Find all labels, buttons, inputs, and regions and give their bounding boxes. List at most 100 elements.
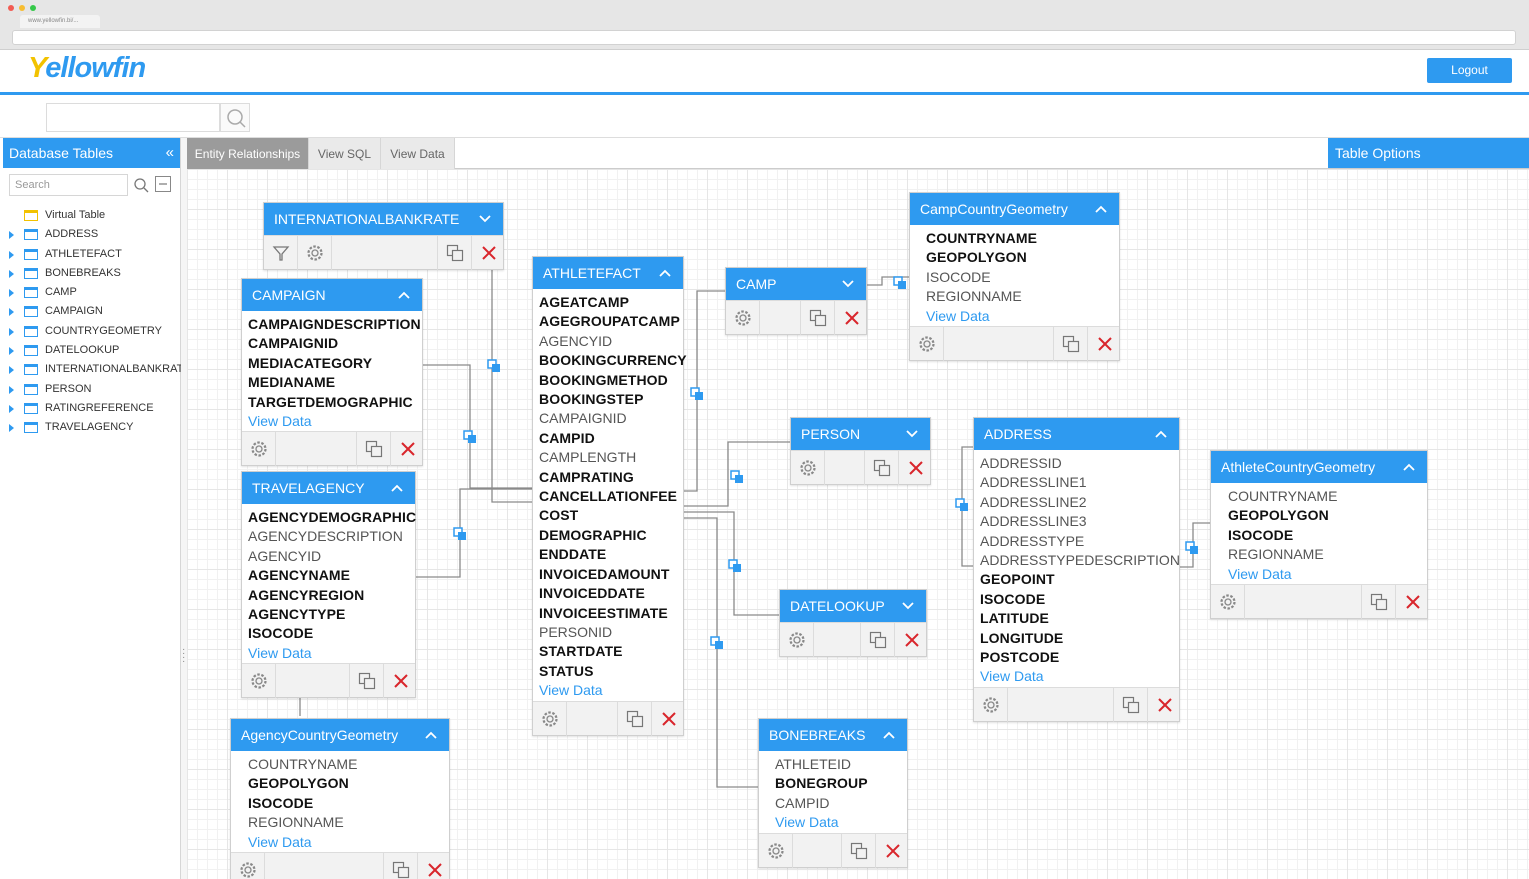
tree-item-virtual-table[interactable]: Virtual Table	[3, 206, 181, 225]
entity-header[interactable]: ADDRESS	[974, 418, 1179, 450]
chevron-down-icon[interactable]	[840, 276, 856, 292]
chevron-down-icon[interactable]	[904, 426, 920, 442]
chevron-up-icon[interactable]	[396, 287, 412, 303]
gear-icon[interactable]	[780, 623, 814, 657]
view-data-link[interactable]: View Data	[539, 682, 603, 699]
delete-icon[interactable]	[834, 301, 868, 335]
entity-header[interactable]: AgencyCountryGeometry	[231, 719, 449, 751]
field-row[interactable]: INVOICEDAMOUNT	[539, 565, 670, 582]
field-row[interactable]: REGIONNAME	[248, 814, 344, 831]
entity-campaign[interactable]: CAMPAIGN CAMPAIGNDESCRIPTION CAMPAIGNID …	[241, 278, 424, 467]
duplicate-icon[interactable]	[864, 451, 898, 485]
expand-arrow-icon[interactable]	[9, 424, 14, 433]
field-row[interactable]: MEDIACATEGORY	[248, 354, 373, 371]
entity-header[interactable]: TRAVELAGENCY	[242, 472, 415, 504]
collapse-panel-icon[interactable]: «	[165, 144, 174, 161]
field-row[interactable]: AGENCYDESCRIPTION	[248, 528, 403, 545]
gear-icon[interactable]	[726, 301, 760, 335]
gear-icon[interactable]	[974, 687, 1008, 722]
delete-icon[interactable]	[875, 833, 909, 868]
field-row[interactable]: GEOPOINT	[980, 571, 1055, 588]
field-row[interactable]: AGENCYID	[539, 332, 613, 349]
gear-icon[interactable]	[242, 432, 276, 467]
entity-header[interactable]: BONEBREAKS	[759, 719, 907, 751]
delete-icon[interactable]	[1087, 327, 1121, 362]
delete-icon[interactable]	[651, 701, 685, 736]
entity-person[interactable]: PERSON	[790, 417, 931, 485]
chevron-up-icon[interactable]	[423, 727, 439, 743]
entity-campcountrygeometry[interactable]: CampCountryGeometry COUNTRYNAME GEOPOLYG…	[909, 192, 1121, 362]
delete-icon[interactable]	[383, 664, 417, 699]
expand-arrow-icon[interactable]	[9, 269, 14, 278]
tree-item-ratingreference[interactable]: RATINGREFERENCE	[3, 399, 181, 418]
expand-arrow-icon[interactable]	[9, 250, 14, 259]
delete-icon[interactable]	[390, 432, 424, 467]
view-data-link[interactable]: View Data	[1228, 565, 1292, 582]
field-row[interactable]: GEOPOLYGON	[1228, 507, 1329, 524]
table-options-button[interactable]: Table Options	[1328, 138, 1529, 168]
field-row[interactable]: CAMPID	[775, 794, 830, 811]
view-data-link[interactable]: View Data	[926, 307, 990, 324]
field-row[interactable]: ISOCODE	[980, 590, 1046, 607]
entity-agencycountrygeometry[interactable]: AgencyCountryGeometry COUNTRYNAME GEOPOL…	[230, 718, 450, 879]
table-search-button[interactable]	[130, 174, 152, 196]
field-row[interactable]: GEOPOLYGON	[926, 249, 1027, 266]
expand-arrow-icon[interactable]	[9, 289, 14, 298]
entity-internationalbankrate[interactable]: INTERNATIONALBANKRATE	[263, 202, 504, 270]
gear-icon[interactable]	[910, 327, 944, 362]
entity-header[interactable]: AthleteCountryGeometry	[1211, 451, 1427, 483]
table-search-input[interactable]: Search	[9, 174, 128, 196]
chevron-down-icon[interactable]	[900, 598, 916, 614]
view-data-link[interactable]: View Data	[248, 833, 312, 850]
field-row[interactable]: BONEGROUP	[775, 775, 868, 792]
field-row[interactable]: CAMPLENGTH	[539, 449, 637, 466]
field-row[interactable]: BOOKINGSTEP	[539, 391, 644, 408]
chevron-up-icon[interactable]	[1153, 426, 1169, 442]
field-row[interactable]: DEMOGRAPHIC	[539, 526, 647, 543]
gear-icon[interactable]	[791, 451, 825, 485]
delete-icon[interactable]	[898, 451, 932, 485]
tree-item-internationalbankrate[interactable]: INTERNATIONALBANKRATE	[3, 360, 181, 379]
view-data-link[interactable]: View Data	[248, 644, 312, 661]
join-link-icon[interactable]	[955, 498, 969, 512]
tree-item-person[interactable]: PERSON	[3, 380, 181, 399]
chevron-up-icon[interactable]	[1093, 201, 1109, 217]
field-row[interactable]: CAMPID	[539, 429, 595, 446]
duplicate-icon[interactable]	[1361, 585, 1395, 620]
gear-icon[interactable]	[759, 833, 793, 868]
tab-view-data[interactable]: View Data	[381, 138, 455, 169]
duplicate-icon[interactable]	[617, 701, 651, 736]
duplicate-icon[interactable]	[383, 853, 417, 879]
join-link-icon[interactable]	[690, 387, 704, 401]
duplicate-icon[interactable]	[800, 301, 834, 335]
duplicate-icon[interactable]	[841, 833, 875, 868]
duplicate-icon[interactable]	[860, 623, 894, 657]
field-row[interactable]: ISOCODE	[926, 268, 991, 285]
duplicate-icon[interactable]	[437, 236, 471, 270]
address-bar[interactable]	[12, 30, 1516, 45]
join-link-icon[interactable]	[463, 430, 477, 444]
tree-item-campaign[interactable]: CAMPAIGN	[3, 302, 181, 321]
entity-camp[interactable]: CAMP	[725, 267, 867, 335]
close-window-icon[interactable]	[8, 5, 14, 11]
field-row[interactable]: PERSONID	[539, 623, 613, 640]
panel-splitter[interactable]: ····	[181, 138, 187, 879]
entity-header[interactable]: CAMP	[726, 268, 866, 300]
field-row[interactable]: CAMPAIGNID	[248, 335, 339, 352]
expand-arrow-icon[interactable]	[9, 327, 14, 336]
field-row[interactable]: CANCELLATIONFEE	[539, 488, 678, 505]
tab-view-sql[interactable]: View SQL	[309, 138, 381, 169]
field-row[interactable]: CAMPAIGNID	[539, 410, 627, 427]
entity-datelookup[interactable]: DATELOOKUP	[779, 589, 927, 657]
tree-item-travelagency[interactable]: TRAVELAGENCY	[3, 418, 181, 437]
join-link-icon[interactable]	[728, 559, 742, 573]
delete-icon[interactable]	[1395, 585, 1429, 620]
maximize-window-icon[interactable]	[30, 5, 36, 11]
field-row[interactable]: ISOCODE	[248, 625, 314, 642]
expand-arrow-icon[interactable]	[9, 404, 14, 413]
tree-item-bonebreaks[interactable]: BONEBREAKS	[3, 264, 181, 283]
global-search-input[interactable]	[46, 103, 220, 132]
collapse-all-icon[interactable]	[155, 176, 171, 192]
er-diagram-canvas[interactable]: INTERNATIONALBANKRATE CAMPAIGN CAMPAIGND…	[187, 169, 1529, 879]
duplicate-icon[interactable]	[356, 432, 390, 467]
